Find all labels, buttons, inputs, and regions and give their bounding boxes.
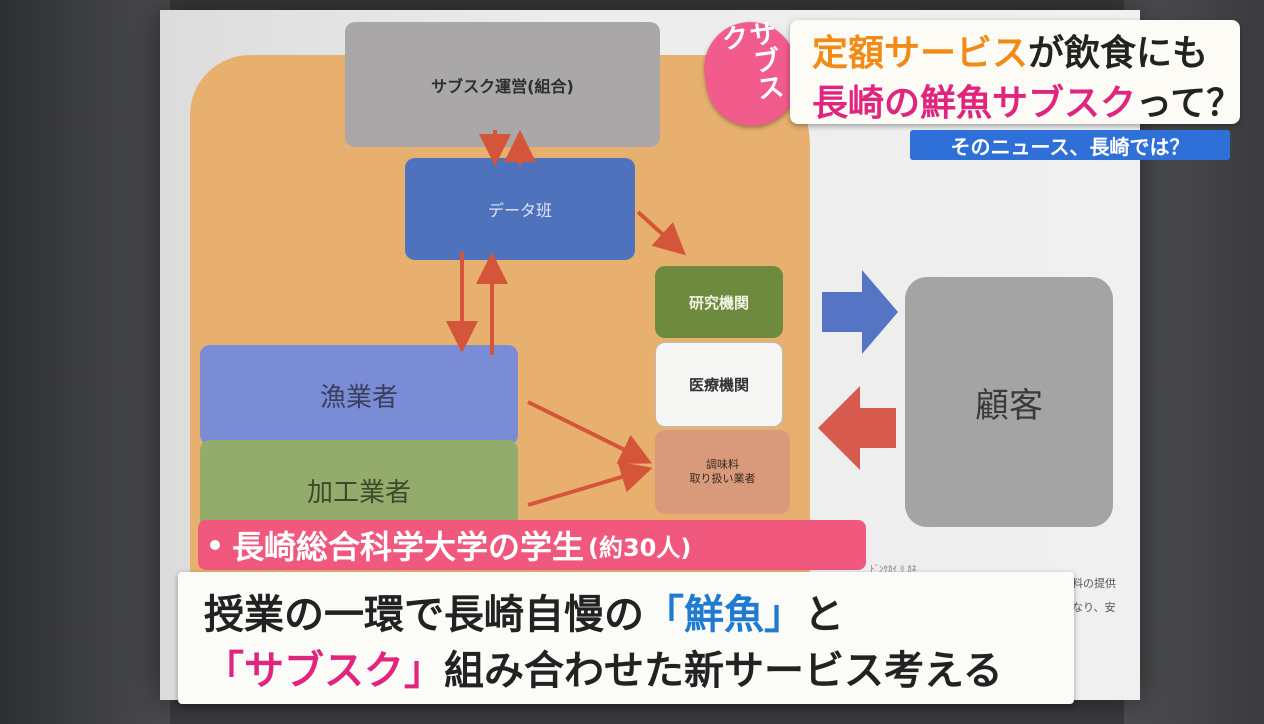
bullet-dot-icon xyxy=(210,540,220,550)
background-left xyxy=(0,0,170,724)
research-institution-box: 研究機関 xyxy=(655,266,783,338)
slide-note-right-line1: 料の提供 xyxy=(1072,577,1116,590)
slide-note-left: ﾄﾞﾝｹｶｲ ﾘ ｶﾈ xyxy=(870,565,917,572)
headline-line2-a: 長崎の鮮魚サブスク xyxy=(812,83,1137,124)
blue-arrow-to-customers xyxy=(822,270,898,354)
fishers-box: 漁業者 xyxy=(200,345,518,445)
news-tag: そのニュース、長崎では？ xyxy=(910,130,1230,160)
caption-line2: 「サブスク」組み合わせた新サービス考える xyxy=(204,638,1003,696)
data-team-box: データ班 xyxy=(405,158,635,260)
speaker-name: 長崎総合科学大学の学生 xyxy=(232,528,585,566)
headline-line1-a: 定額サービス xyxy=(812,33,1029,74)
arrow-fishers-to-seasoning xyxy=(527,400,653,464)
caption-line1-a: 授業の一環で長崎自慢の xyxy=(204,592,644,638)
seasoning-line2: 取り扱い業者 xyxy=(689,472,756,485)
seasoning-line1: 調味料 xyxy=(706,457,739,471)
slide-note-right-line2: なり、安 xyxy=(1072,601,1116,614)
arrow-processors-to-seasoning xyxy=(527,461,653,507)
slide-note-right: 料の提供 なり、安 xyxy=(1072,572,1147,620)
customers-box: 顧客 xyxy=(905,277,1113,527)
caption-line2-a: 「サブスク」 xyxy=(204,648,444,694)
arrow-data-to-research xyxy=(636,210,686,256)
caption-line2-b: 組み合わせた新サービス考える xyxy=(444,648,1003,694)
caption-line1-b: 「鮮魚」 xyxy=(644,592,804,638)
headline-line1: 定額サービスが飲食にも xyxy=(812,24,1208,76)
caption-box: 授業の一環で長崎自慢の「鮮魚」と 「サブスク」組み合わせた新サービス考える xyxy=(178,572,1074,704)
headline-box: 定額サービスが飲食にも 長崎の鮮魚サブスクって？ xyxy=(790,20,1242,126)
headline-line1-b: が飲食にも xyxy=(1028,33,1209,74)
subscription-operator-box: サブスク運営(組合) xyxy=(345,22,660,147)
medical-institution-box: 医療機関 xyxy=(655,342,783,427)
speaker-count: (約30人) xyxy=(588,533,692,562)
headline-line2: 長崎の鮮魚サブスクって？ xyxy=(812,74,1242,126)
red-arrow-from-customers xyxy=(818,386,896,470)
caption-line1: 授業の一環で長崎自慢の「鮮魚」と xyxy=(204,582,844,640)
seasoning-vendor-box: 調味料 取り扱い業者 xyxy=(655,430,790,514)
speaker-label: 長崎総合科学大学の学生 (約30人) xyxy=(198,520,866,570)
headline-line2-b: って？ xyxy=(1136,83,1243,124)
caption-line1-c: と xyxy=(804,592,844,638)
